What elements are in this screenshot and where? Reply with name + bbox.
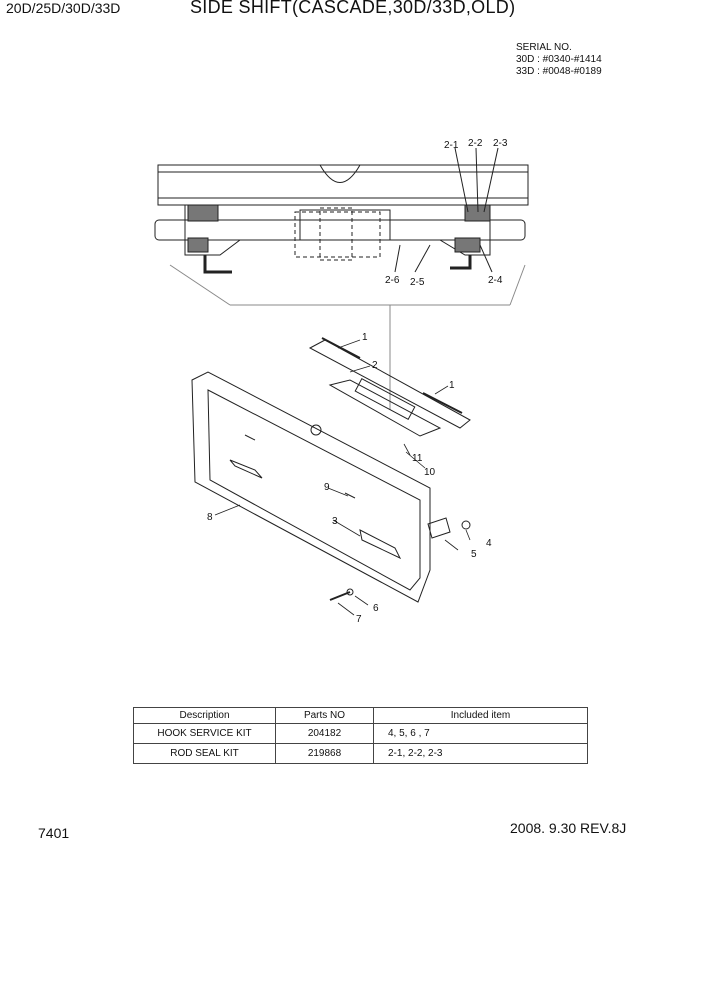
top-leader-lines (394, 147, 499, 273)
hook-parts (329, 517, 471, 601)
table-cell: 219868 (275, 743, 374, 764)
serial-number-block: SERIAL NO. 30D : #0340-#1414 33D : #0048… (516, 42, 602, 78)
callout-2: 2 (372, 360, 378, 371)
page-title: SIDE SHIFT(CASCADE,30D/33D,OLD) (190, 0, 516, 17)
exploded-parts-diagram: 2-1 2-2 2-3 2-4 2-5 2-6 1 2 1 11 10 9 8 … (154, 138, 529, 625)
callout-2-2: 2-2 (468, 138, 483, 149)
revision-date: 2008. 9.30 REV.8J (510, 820, 627, 836)
table-cell: ROD SEAL KIT (133, 743, 276, 764)
serial-heading: SERIAL NO. (516, 42, 572, 53)
side-shift-carriage (191, 371, 431, 603)
callout-3: 3 (332, 516, 338, 527)
service-kit-table: Description Parts NO Included item HOOK … (133, 707, 588, 764)
serial-line: 33D : #0048-#0189 (516, 66, 602, 77)
callout-9: 9 (324, 482, 330, 493)
serial-line: 30D : #0340-#1414 (516, 54, 602, 65)
cylinder-assembly (308, 337, 471, 437)
column-header: Included item (373, 707, 588, 724)
callout-4: 4 (486, 538, 492, 549)
callout-6: 6 (373, 603, 379, 614)
table-cell: 204182 (275, 723, 374, 744)
callout-7: 7 (356, 614, 362, 625)
callout-1: 1 (362, 332, 368, 343)
table-row: ROD SEAL KIT 219868 2-1, 2-2, 2-3 (133, 743, 588, 764)
table-cell: 2-1, 2-2, 2-3 (373, 743, 588, 764)
callout-2-3: 2-3 (493, 138, 508, 149)
model-list: 20D/25D/30D/33D (6, 0, 121, 16)
callout-10: 10 (424, 467, 436, 478)
table-row: HOOK SERVICE KIT 204182 4, 5, 6 , 7 (133, 723, 588, 744)
callout-8: 8 (207, 512, 213, 523)
table-header-row: Description Parts NO Included item (133, 707, 588, 724)
main-leader-lines (214, 339, 471, 616)
page-number: 7401 (38, 825, 70, 841)
column-header: Description (133, 707, 276, 724)
column-header: Parts NO (275, 707, 374, 724)
cylinder-cross-section (154, 164, 529, 410)
callout-2-1: 2-1 (444, 140, 459, 151)
callout-11: 11 (412, 453, 423, 464)
callout-1b: 1 (449, 380, 455, 391)
table-cell: HOOK SERVICE KIT (133, 723, 276, 744)
callout-2-5: 2-5 (410, 277, 425, 288)
table-cell: 4, 5, 6 , 7 (373, 723, 588, 744)
callout-2-6: 2-6 (385, 275, 400, 286)
callout-2-4: 2-4 (488, 275, 503, 286)
callout-5: 5 (471, 549, 477, 560)
